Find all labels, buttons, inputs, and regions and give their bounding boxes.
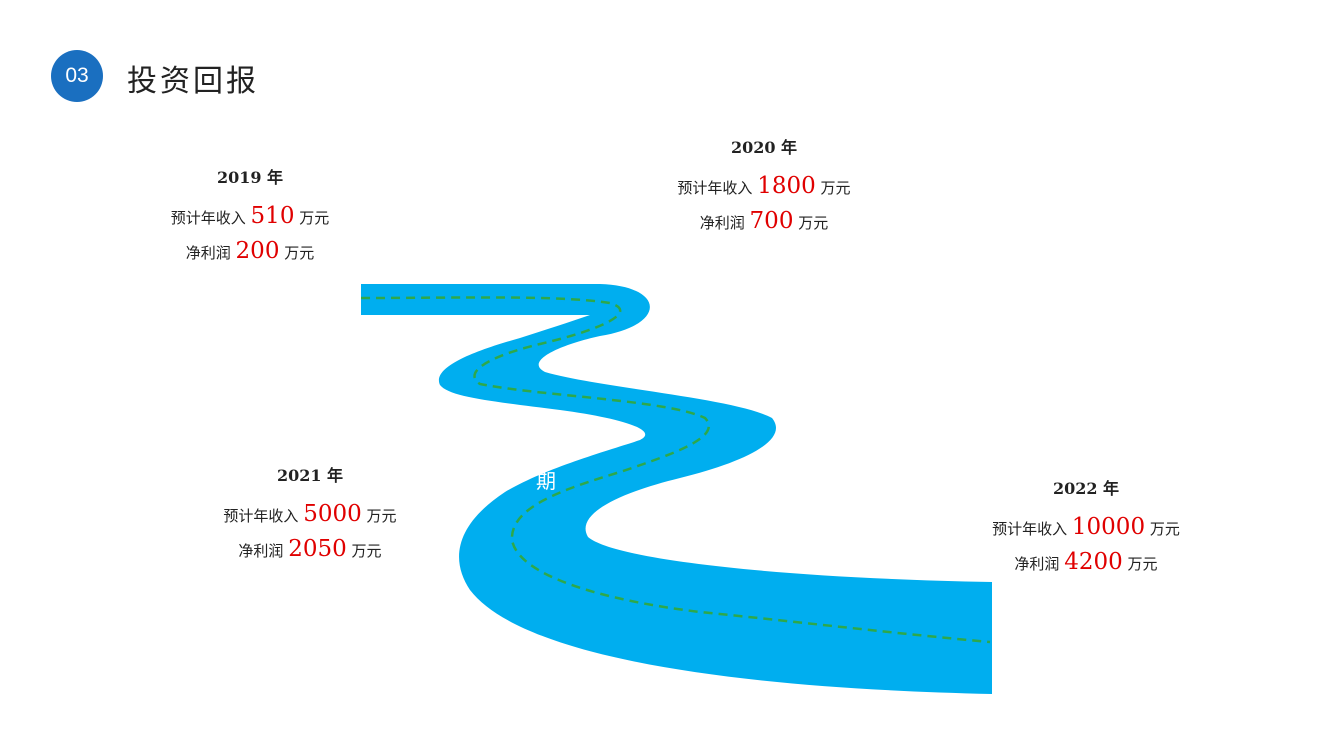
milestone-year: 2020 年 — [730, 138, 798, 157]
milestone-profit: 净利润 4200 万元 — [1014, 549, 1158, 575]
milestone-2022: 2022 年 预计年收入 10000 万元 净利润 4200 万元 — [946, 475, 1226, 581]
milestone-revenue: 预计年收入 510 万元 — [170, 203, 330, 229]
milestone-year: 2022 年 — [1052, 479, 1120, 498]
milestone-year: 2019 年 — [216, 168, 284, 187]
milestone-profit: 净利润 200 万元 — [185, 238, 315, 264]
section-number-badge: 03 — [51, 50, 103, 102]
milestone-revenue: 预计年收入 1800 万元 — [677, 173, 851, 199]
road-shape — [361, 284, 992, 694]
milestone-revenue: 预计年收入 5000 万元 — [223, 501, 397, 527]
milestone-2020: 2020 年 预计年收入 1800 万元 净利润 700 万元 — [624, 134, 904, 240]
milestone-profit: 净利润 700 万元 — [699, 208, 829, 234]
road-label-fragment: 期 — [536, 469, 556, 493]
milestone-2021: 2021 年 预计年收入 5000 万元 净利润 2050 万元 — [170, 462, 450, 568]
milestone-profit: 净利润 2050 万元 — [238, 536, 382, 562]
page-title: 投资回报 — [127, 64, 259, 99]
road-center-dashed-line — [360, 296, 991, 644]
milestone-year: 2021 年 — [276, 466, 344, 485]
milestone-2019: 2019 年 预计年收入 510 万元 净利润 200 万元 — [110, 164, 390, 270]
milestone-revenue: 预计年收入 10000 万元 — [992, 514, 1180, 540]
